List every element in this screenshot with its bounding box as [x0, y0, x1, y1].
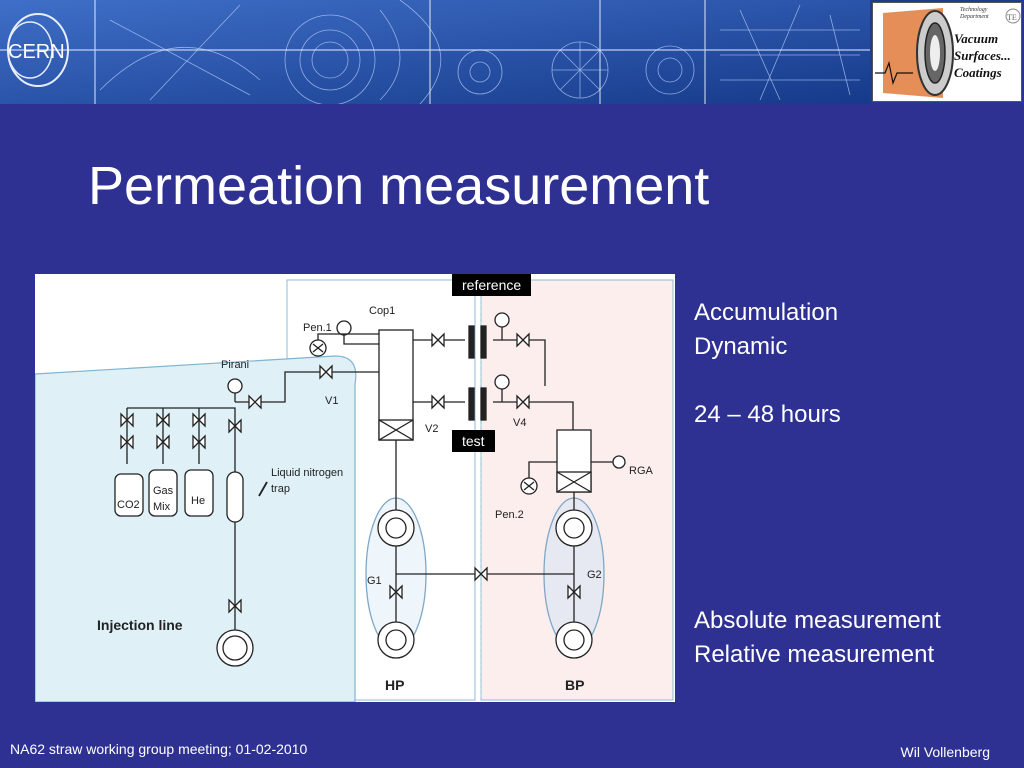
label-ln-1: Liquid nitrogen	[271, 467, 343, 479]
label-v2: V2	[425, 423, 438, 435]
logo-department-text: Technology Department	[960, 7, 989, 20]
logo-words: Vacuum Surfaces... Coatings	[954, 30, 1020, 81]
cern-logo: CERN	[7, 13, 69, 87]
logo-word-coatings: Coatings	[954, 65, 1002, 80]
side-accumulation: Accumulation	[694, 299, 839, 326]
label-co2: CO2	[117, 499, 140, 511]
vacuum-coatings-logo: TE	[872, 2, 1022, 102]
logo-word-vacuum: Vacuum	[954, 31, 999, 46]
banner-physics-images: CERN	[0, 0, 870, 104]
label-he: He	[191, 495, 205, 507]
footer-author: Wil Vollenberg	[900, 744, 991, 760]
svg-text:TE: TE	[1007, 13, 1017, 22]
label-pirani: Pirani	[221, 359, 249, 371]
label-pen1: Pen.1	[303, 322, 332, 334]
label-bp: BP	[565, 677, 584, 693]
side-absolute: Absolute measurement	[694, 607, 941, 634]
label-g2: G2	[587, 569, 602, 581]
side-relative: Relative measurement	[694, 641, 935, 668]
ln2-trap	[226, 471, 244, 523]
slide-title: Permeation measurement	[88, 156, 710, 216]
label-rga: RGA	[629, 465, 654, 477]
label-hp: HP	[385, 677, 404, 693]
svg-text:CERN: CERN	[8, 41, 65, 63]
label-v1: V1	[325, 395, 338, 407]
injection-zone	[35, 355, 357, 702]
label-pen2: Pen.2	[495, 509, 524, 521]
side-duration: 24 – 48 hours	[694, 401, 841, 428]
vacuum-schematic: Pen.1 Cop1 Pirani V1 V2 V4 CO2 Gas Mix H…	[35, 279, 674, 702]
header-banner: CERN TE Technology Department Vacuum Sur…	[0, 0, 1024, 104]
label-v4: V4	[513, 417, 526, 429]
label-mix: Mix	[153, 501, 171, 513]
label-injection-line: Injection line	[97, 617, 183, 633]
label-ln-2: trap	[271, 483, 290, 495]
label-g1: G1	[367, 575, 382, 587]
vacuum-flange-icon: TE	[875, 8, 1021, 98]
he-cylinder	[184, 469, 214, 517]
logo-word-surfaces: Surfaces...	[954, 48, 1011, 63]
side-dynamic: Dynamic	[694, 333, 788, 360]
test-tag: test	[452, 430, 495, 452]
reference-tag: reference	[452, 274, 532, 296]
label-gas: Gas	[153, 485, 174, 497]
label-cop1: Cop1	[369, 305, 395, 317]
co2-cylinder	[114, 473, 144, 517]
gas-mix-cylinder	[148, 469, 178, 517]
footer-meeting: NA62 straw working group meeting; 01-02-…	[10, 741, 308, 757]
permeation-setup-diagram: Pen.1 Cop1 Pirani V1 V2 V4 CO2 Gas Mix H…	[35, 274, 675, 702]
